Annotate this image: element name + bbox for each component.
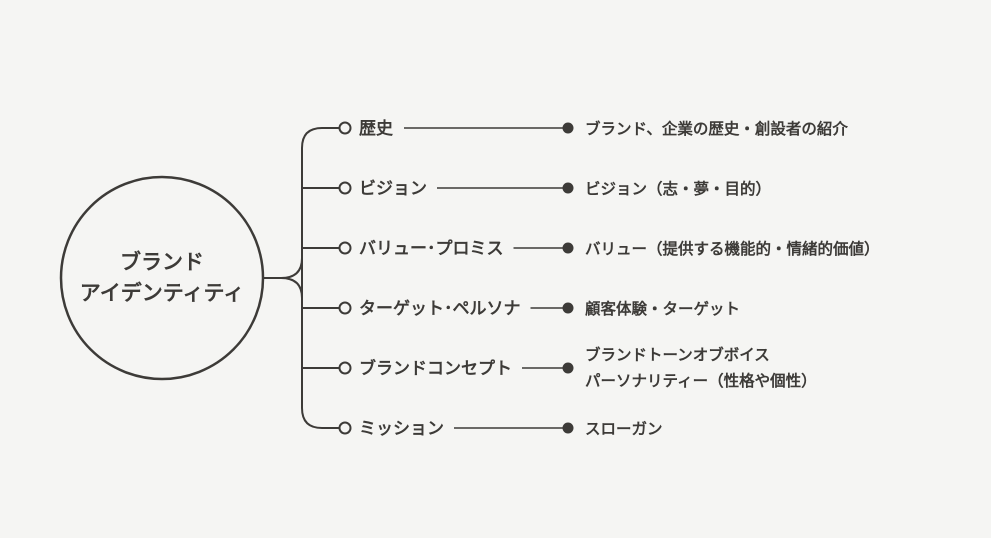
center-label-line-2: アイデンティティ [80,281,244,305]
branch: ビジョン ビジョン（志・夢・目的） [338,179,771,199]
branch-label: ビジョン [359,179,427,199]
branch-label: 歴史 [359,118,394,139]
branch-label: ターゲット･ペルソナ [359,298,521,319]
branch-description: パーソナリティー（性格や個性） [585,371,817,390]
branch-open-node [338,241,352,255]
branch-label: ミッション [359,419,444,439]
branch-description: ブランドトーンオブボイス [585,345,770,364]
branch-filled-node [562,362,574,374]
elbow-top [301,127,339,149]
branch-description: スローガン [585,420,663,438]
center-label-line-1: ブランド [120,250,204,274]
center-node [59,175,265,381]
branch-description: ビジョン（志・夢・目的） [585,179,771,198]
trunk-curve-down [280,277,303,299]
branch-open-node [338,421,352,435]
branch-description: 顧客体験・ターゲット [585,299,740,318]
branch-label: バリュー･プロミス [359,238,504,259]
branch-filled-node [562,242,574,254]
branch-open-node [338,121,352,135]
elbow-bottom [301,407,339,429]
branch-label: ブランドコンセプト [359,358,512,379]
trunk-curve-up [280,257,303,279]
connector-lines [263,127,339,429]
branch: ターゲット･ペルソナ 顧客体験・ターゲット [338,298,740,319]
branch-filled-node [562,302,574,314]
branch-filled-node [562,182,574,194]
branch-description: バリュー（提供する機能的・情緒的価値） [585,239,880,258]
branch: ミッション スローガン [338,419,663,439]
branch: 歴史 ブランド、企業の歴史・創設者の紹介 [338,118,848,139]
branch-description: ブランド、企業の歴史・創設者の紹介 [585,119,848,138]
branch-filled-node [562,422,574,434]
branch-open-node [338,181,352,195]
branch-open-node [338,361,352,375]
branch-filled-node [562,122,574,134]
branch: バリュー･プロミス バリュー（提供する機能的・情緒的価値） [338,238,880,259]
branch-open-node [338,301,352,315]
